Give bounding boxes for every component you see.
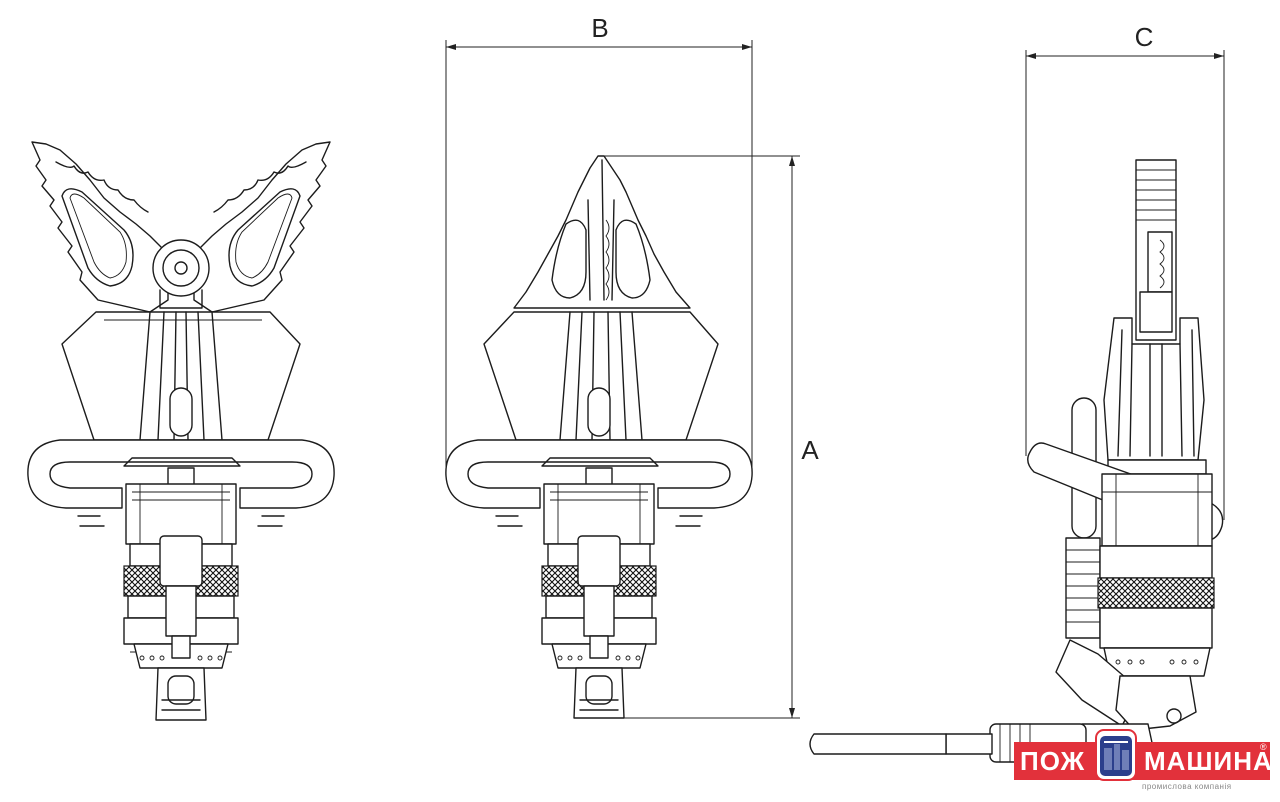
right-jaw [193,141,331,313]
tool-view-closed-jaws [445,155,753,719]
handle [27,439,335,509]
pivot-bolt [152,239,210,297]
left-jaw [31,141,169,313]
logo-text-right: МАШИНА [1144,746,1273,776]
dimension-a: A [604,155,819,719]
handle-middle [445,439,753,509]
dimension-b: B [445,13,753,470]
hose-end [809,733,947,755]
company-logo: ПОЖ МАШИНА ® промислова компанія [1014,728,1273,798]
logo-text-left: ПОЖ [1020,746,1086,776]
side-body [1103,317,1205,461]
dimension-a-label: A [801,435,819,465]
logo-registered-mark: ® [1260,742,1267,752]
logo-red-band [1014,742,1270,780]
dimension-b-label: B [591,13,608,43]
dimension-c-label: C [1135,22,1154,52]
fire-truck-emblem-icon [1095,729,1137,781]
tool-view-open-jaws [27,141,335,721]
tool-view-side [809,159,1224,763]
closed-jaws [513,155,691,309]
dimension-c: C [1025,22,1225,520]
logo-subtitle: промислова компанія [1142,782,1232,791]
